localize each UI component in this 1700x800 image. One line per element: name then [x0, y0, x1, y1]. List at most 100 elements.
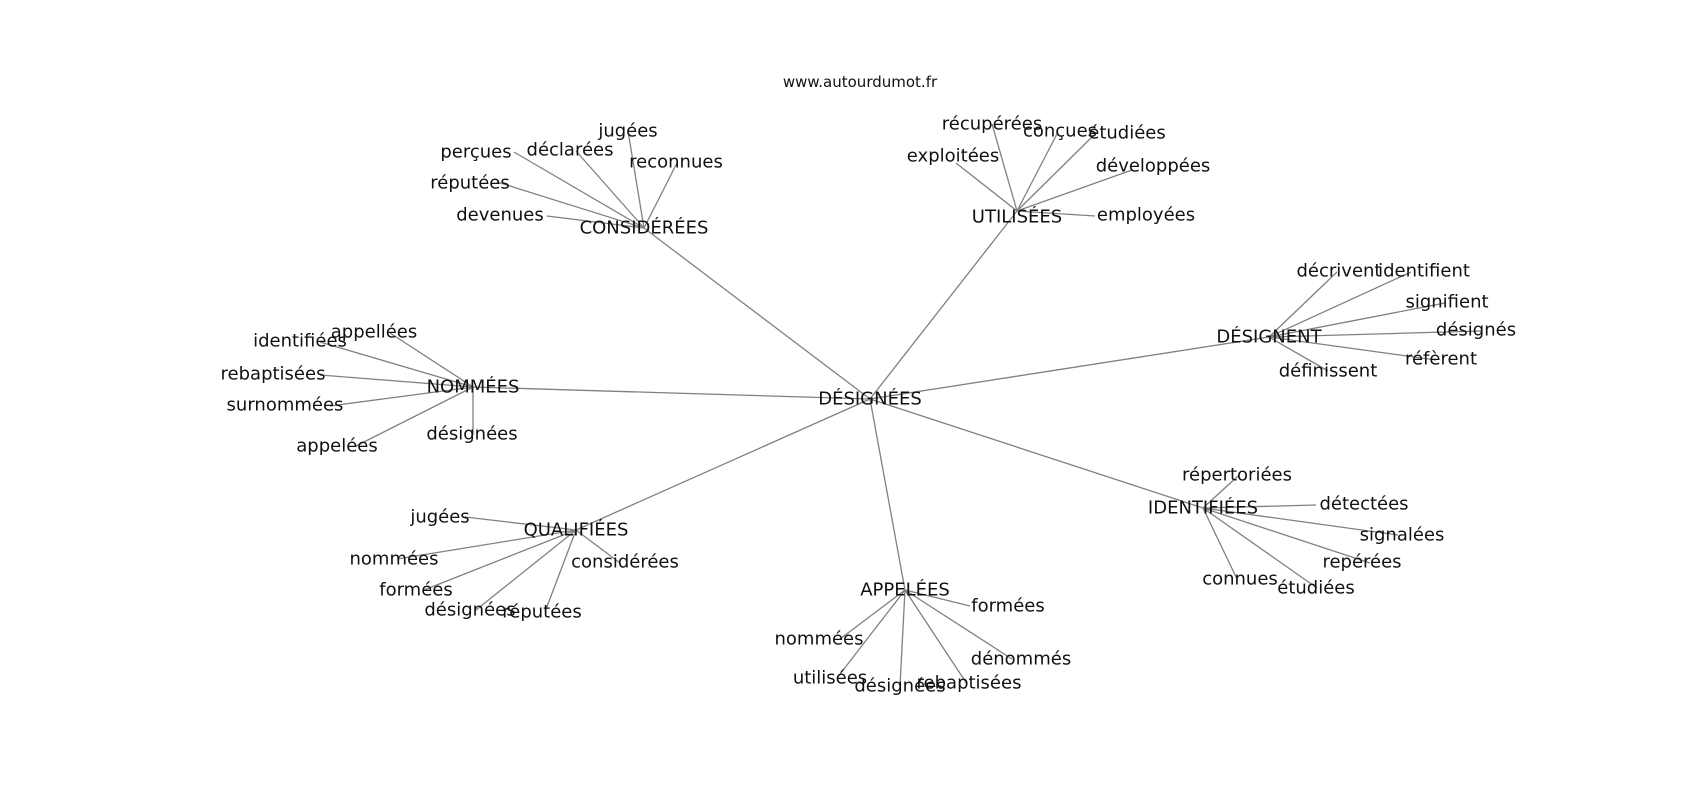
edge-hub-to-leaf [389, 332, 474, 388]
leaf-word[interactable]: dénommés [971, 649, 1071, 670]
leaf-word[interactable]: exploitées [907, 146, 999, 167]
leaf-word[interactable]: conçues [1023, 121, 1097, 142]
edge-hub-to-leaf [1268, 302, 1446, 338]
edge-hub-to-leaf [1016, 169, 1133, 212]
leaf-word[interactable]: nommées [774, 629, 863, 650]
edge-hub-to-leaf [319, 374, 474, 388]
hub-word[interactable]: QUALIFIÉES [524, 519, 629, 541]
edge-hub-to-leaf [1268, 271, 1338, 338]
leaf-word[interactable]: réputées [430, 173, 510, 194]
edge-hub-to-leaf [899, 589, 906, 687]
edge-center-to-hub [869, 336, 1270, 400]
edge-hub-to-leaf [464, 516, 577, 531]
leaf-word[interactable]: surnommées [227, 395, 344, 416]
edge-hub-to-leaf [1202, 504, 1317, 509]
leaf-word[interactable]: répertoriées [1182, 465, 1292, 486]
edge-center-to-hub [472, 386, 871, 400]
leaf-word[interactable]: employées [1097, 205, 1195, 226]
hub-word[interactable]: NOMMÉES [427, 376, 520, 398]
leaf-word[interactable]: jugées [597, 121, 657, 142]
edge-hub-to-leaf [904, 589, 968, 685]
leaf-word[interactable]: appelées [296, 436, 377, 457]
hub-word[interactable]: APPELÉES [860, 579, 950, 601]
edge-hub-to-leaf [839, 589, 906, 640]
leaf-word[interactable]: récupérées [942, 114, 1042, 135]
leaf-word[interactable]: déclarées [527, 140, 614, 161]
edge-hub-to-leaf [1268, 336, 1329, 372]
leaf-word[interactable]: développées [1096, 156, 1211, 177]
edge-hub-to-leaf [904, 589, 971, 607]
edge-hub-to-leaf [396, 529, 577, 560]
edge-hub-to-leaf [1202, 507, 1371, 564]
edge-hub-to-leaf [1268, 330, 1482, 338]
leaf-word[interactable]: décrivent [1297, 261, 1382, 282]
edge-hub-to-leaf [1268, 271, 1412, 338]
edge-hub-to-leaf [513, 151, 645, 229]
edge-hub-to-leaf [627, 130, 645, 229]
leaf-word[interactable]: désignés [1436, 320, 1516, 341]
leaf-word[interactable]: jugées [409, 507, 469, 528]
leaf-word[interactable]: définissent [1279, 361, 1378, 382]
leaf-word[interactable]: considérées [571, 552, 679, 573]
edge-hub-to-leaf [496, 181, 645, 229]
leaf-word[interactable]: rebaptisées [917, 673, 1022, 694]
edge-center-to-hub [869, 210, 1018, 400]
label-layer: www.autourdumot.fr DÉSIGNÉES CONSIDÉRÉES j… [221, 73, 1517, 697]
edge-hub-to-leaf [1016, 210, 1096, 217]
edge-hub-to-leaf [643, 162, 678, 229]
edge-layer [319, 123, 1482, 687]
leaf-word[interactable]: rebaptisées [221, 364, 326, 385]
leaf-word[interactable]: étudiées [1277, 578, 1355, 599]
hub-word[interactable]: DÉSIGNENT [1216, 326, 1322, 348]
edge-hub-to-leaf [355, 386, 474, 447]
hub-word[interactable]: CONSIDÉRÉES [580, 217, 709, 239]
leaf-word[interactable]: formées [971, 596, 1045, 617]
edge-hub-to-leaf [575, 150, 645, 229]
edge-hub-to-leaf [1202, 507, 1318, 589]
edge-center-to-hub [575, 398, 871, 531]
edge-hub-to-leaf [1016, 131, 1059, 212]
leaf-word[interactable]: désignées [424, 600, 515, 621]
edge-hub-to-leaf [1268, 336, 1437, 361]
edge-hub-to-leaf [329, 386, 474, 407]
edge-hub-to-leaf [1016, 135, 1094, 212]
leaf-word[interactable]: signalées [1360, 525, 1445, 546]
source-watermark[interactable]: www.autourdumot.fr [783, 73, 938, 91]
leaf-word[interactable]: réfèrent [1405, 349, 1477, 370]
leaf-word[interactable]: formées [379, 580, 453, 601]
leaf-word[interactable]: réputées [502, 602, 582, 623]
edge-center-to-hub [869, 398, 1204, 509]
leaf-word[interactable]: étudiées [1088, 123, 1166, 144]
leaf-word[interactable]: perçues [440, 142, 511, 163]
edge-hub-to-leaf [955, 162, 1018, 212]
edge-hub-to-leaf [1202, 475, 1239, 509]
leaf-word[interactable]: reconnues [629, 152, 723, 173]
edge-hub-to-leaf [836, 589, 906, 679]
edge-hub-to-leaf [546, 215, 645, 229]
leaf-word[interactable]: appellées [331, 322, 417, 343]
leaf-word[interactable]: signifient [1405, 292, 1488, 313]
leaf-word[interactable]: désignées [426, 424, 517, 445]
hub-word[interactable]: IDENTIFIÉES [1148, 497, 1258, 519]
edge-center-to-hub [643, 227, 871, 400]
hub-word[interactable]: UTILISÉES [972, 206, 1062, 228]
edge-hub-to-leaf [1202, 507, 1238, 580]
leaf-word[interactable]: connues [1202, 569, 1278, 590]
leaf-word[interactable]: désignées [854, 676, 945, 697]
center-word[interactable]: DÉSIGNÉES [818, 388, 922, 410]
leaf-word[interactable]: identifiées [253, 331, 347, 352]
edge-hub-to-leaf [319, 341, 474, 388]
edge-hub-to-leaf [475, 529, 577, 611]
edge-hub-to-leaf [904, 589, 1013, 660]
leaf-word[interactable]: détectées [1319, 494, 1408, 515]
leaf-word[interactable]: devenues [456, 205, 544, 226]
leaf-word[interactable]: nommées [349, 549, 438, 570]
edge-hub-to-leaf [991, 123, 1018, 212]
leaf-word[interactable]: utilisées [793, 668, 867, 689]
leaf-word[interactable]: identifient [1378, 261, 1470, 282]
leaf-word[interactable]: repérées [1322, 552, 1401, 573]
edge-center-to-hub [869, 398, 906, 591]
edge-hub-to-leaf [544, 529, 577, 613]
edge-hub-to-leaf [575, 529, 621, 564]
